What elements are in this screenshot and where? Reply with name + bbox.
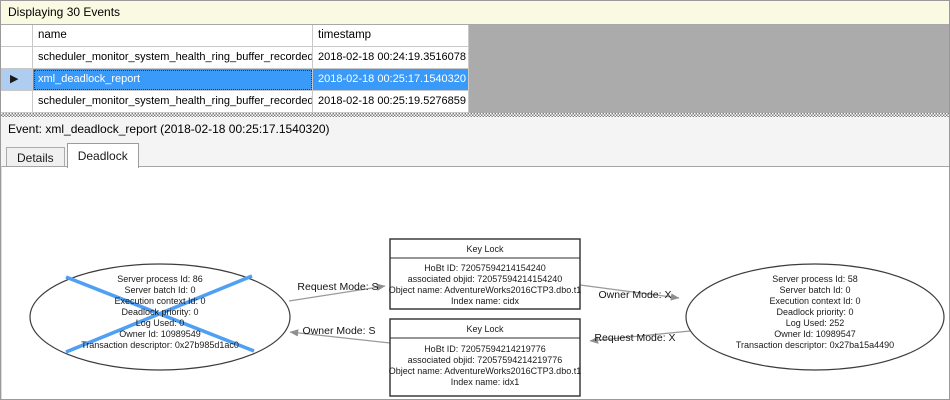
lock-line: associated objid: 72057594214154240 bbox=[408, 274, 563, 284]
lock-line: Object name: AdventureWorks2016CTP3.dbo.… bbox=[389, 366, 581, 376]
grid-filler bbox=[469, 47, 949, 69]
grid-detail-splitter[interactable] bbox=[1, 113, 949, 117]
events-count-text: Displaying 30 Events bbox=[8, 5, 121, 19]
event-name-cell: scheduler_monitor_system_health_ring_buf… bbox=[33, 47, 313, 69]
lock-line: Index name: idx1 bbox=[451, 377, 520, 387]
edge-owner-mode-s: Owner Mode: S bbox=[289, 325, 391, 344]
event-detail-title: Event: xml_deadlock_report (2018-02-18 0… bbox=[8, 122, 330, 136]
deadlock-graph: Request Mode: S Owner Mode: S Owner Mode… bbox=[29, 238, 945, 397]
row-selector-header bbox=[1, 25, 33, 47]
event-name-cell: xml_deadlock_report bbox=[33, 69, 313, 91]
process-line: Server batch Id: 0 bbox=[779, 285, 850, 295]
victim-line: Server batch Id: 0 bbox=[124, 285, 195, 295]
table-row-selected[interactable]: ▶ xml_deadlock_report 2018-02-18 00:25:1… bbox=[1, 69, 949, 91]
column-header-timestamp[interactable]: timestamp bbox=[313, 25, 469, 47]
events-count-bar: Displaying 30 Events bbox=[1, 1, 949, 25]
edge-request-mode-s: Request Mode: S bbox=[288, 281, 386, 302]
victim-line: Server process Id: 86 bbox=[117, 274, 203, 284]
detail-tab-strip: Details Deadlock bbox=[1, 141, 949, 168]
row-selector-cell: ▶ bbox=[1, 69, 33, 91]
lock-node-bottom: Key Lock HoBt ID: 72057594214219776 asso… bbox=[389, 318, 581, 397]
edge-request-mode-x: Request Mode: X bbox=[589, 330, 691, 344]
process-line: Deadlock priority: 0 bbox=[776, 307, 853, 317]
victim-line: Log Used: 0 bbox=[136, 318, 185, 328]
process-node-victim: Server process Id: 86 Server batch Id: 0… bbox=[29, 263, 291, 371]
victim-x-icon bbox=[65, 274, 255, 354]
process-line: Execution context Id: 0 bbox=[769, 296, 860, 306]
edge-label-request-x: Request Mode: X bbox=[594, 332, 675, 344]
process-node: Server process Id: 58 Server batch Id: 0… bbox=[685, 263, 945, 371]
edge-label-owner-x: Owner Mode: X bbox=[599, 289, 672, 301]
event-timestamp-cell: 2018-02-18 00:25:19.5276859 bbox=[313, 91, 469, 113]
edge-label-owner-s: Owner Mode: S bbox=[303, 325, 376, 337]
events-grid: name timestamp scheduler_monitor_system_… bbox=[1, 25, 949, 113]
lock-line: associated objid: 72057594214219776 bbox=[408, 355, 563, 365]
process-line: Server process Id: 58 bbox=[772, 274, 858, 284]
process-line: Log Used: 252 bbox=[786, 318, 845, 328]
process-line: Owner Id: 10989547 bbox=[774, 329, 856, 339]
current-row-arrow-icon: ▶ bbox=[10, 73, 19, 85]
victim-line: Owner Id: 10989549 bbox=[119, 329, 201, 339]
row-selector-cell bbox=[1, 91, 33, 113]
grid-filler bbox=[469, 69, 949, 91]
grid-filler bbox=[469, 25, 949, 47]
process-line: Transaction descriptor: 0x27ba15a4490 bbox=[736, 340, 894, 350]
lock-title: Key Lock bbox=[466, 244, 504, 254]
grid-filler bbox=[469, 91, 949, 113]
lock-node-top: Key Lock HoBt ID: 72057594214154240 asso… bbox=[389, 238, 581, 310]
events-grid-header-row: name timestamp bbox=[1, 25, 949, 47]
victim-line: Transaction descriptor: 0x27b985d1ac0 bbox=[81, 340, 239, 350]
event-name-cell: scheduler_monitor_system_health_ring_buf… bbox=[33, 91, 313, 113]
edge-label-request-s: Request Mode: S bbox=[297, 281, 378, 293]
lock-line: Index name: cidx bbox=[451, 296, 520, 306]
row-selector-cell bbox=[1, 47, 33, 69]
victim-line: Deadlock priority: 0 bbox=[121, 307, 198, 317]
lock-line: Object name: AdventureWorks2016CTP3.dbo.… bbox=[389, 285, 581, 295]
deadlock-graph-pane: Request Mode: S Owner Mode: S Owner Mode… bbox=[1, 166, 949, 399]
lock-line: HoBt ID: 72057594214154240 bbox=[424, 263, 546, 273]
tab-details[interactable]: Details bbox=[6, 147, 65, 167]
edge-owner-mode-x: Owner Mode: X bbox=[579, 284, 680, 301]
event-detail-header: Event: xml_deadlock_report (2018-02-18 0… bbox=[1, 117, 949, 141]
event-timestamp-cell: 2018-02-18 00:24:19.3516078 bbox=[313, 47, 469, 69]
lock-line: HoBt ID: 72057594214219776 bbox=[424, 344, 546, 354]
table-row[interactable]: scheduler_monitor_system_health_ring_buf… bbox=[1, 47, 949, 69]
event-timestamp-cell: 2018-02-18 00:25:17.1540320 bbox=[313, 69, 469, 91]
column-header-name[interactable]: name bbox=[33, 25, 313, 47]
tab-deadlock[interactable]: Deadlock bbox=[66, 143, 139, 168]
lock-title: Key Lock bbox=[466, 324, 504, 334]
table-row[interactable]: scheduler_monitor_system_health_ring_buf… bbox=[1, 91, 949, 113]
victim-line: Execution context Id: 0 bbox=[114, 296, 205, 306]
